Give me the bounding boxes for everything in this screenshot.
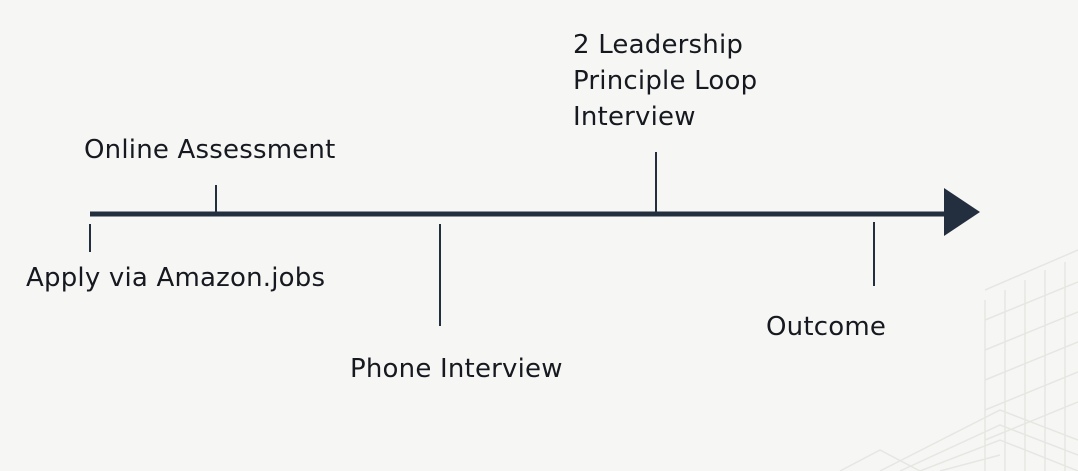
milestone-apply-label: Apply via Amazon.jobs [26, 263, 326, 293]
milestone-online-assessment-label: Online Assessment [84, 135, 336, 165]
background-pattern [839, 249, 1078, 471]
timeline-arrowhead [944, 188, 980, 236]
milestone-leadership-loop-label: 2 Leadership Principle Loop Interview [573, 30, 758, 132]
milestone-phone-interview-label: Phone Interview [350, 354, 563, 384]
milestone-outcome-label: Outcome [766, 312, 887, 342]
